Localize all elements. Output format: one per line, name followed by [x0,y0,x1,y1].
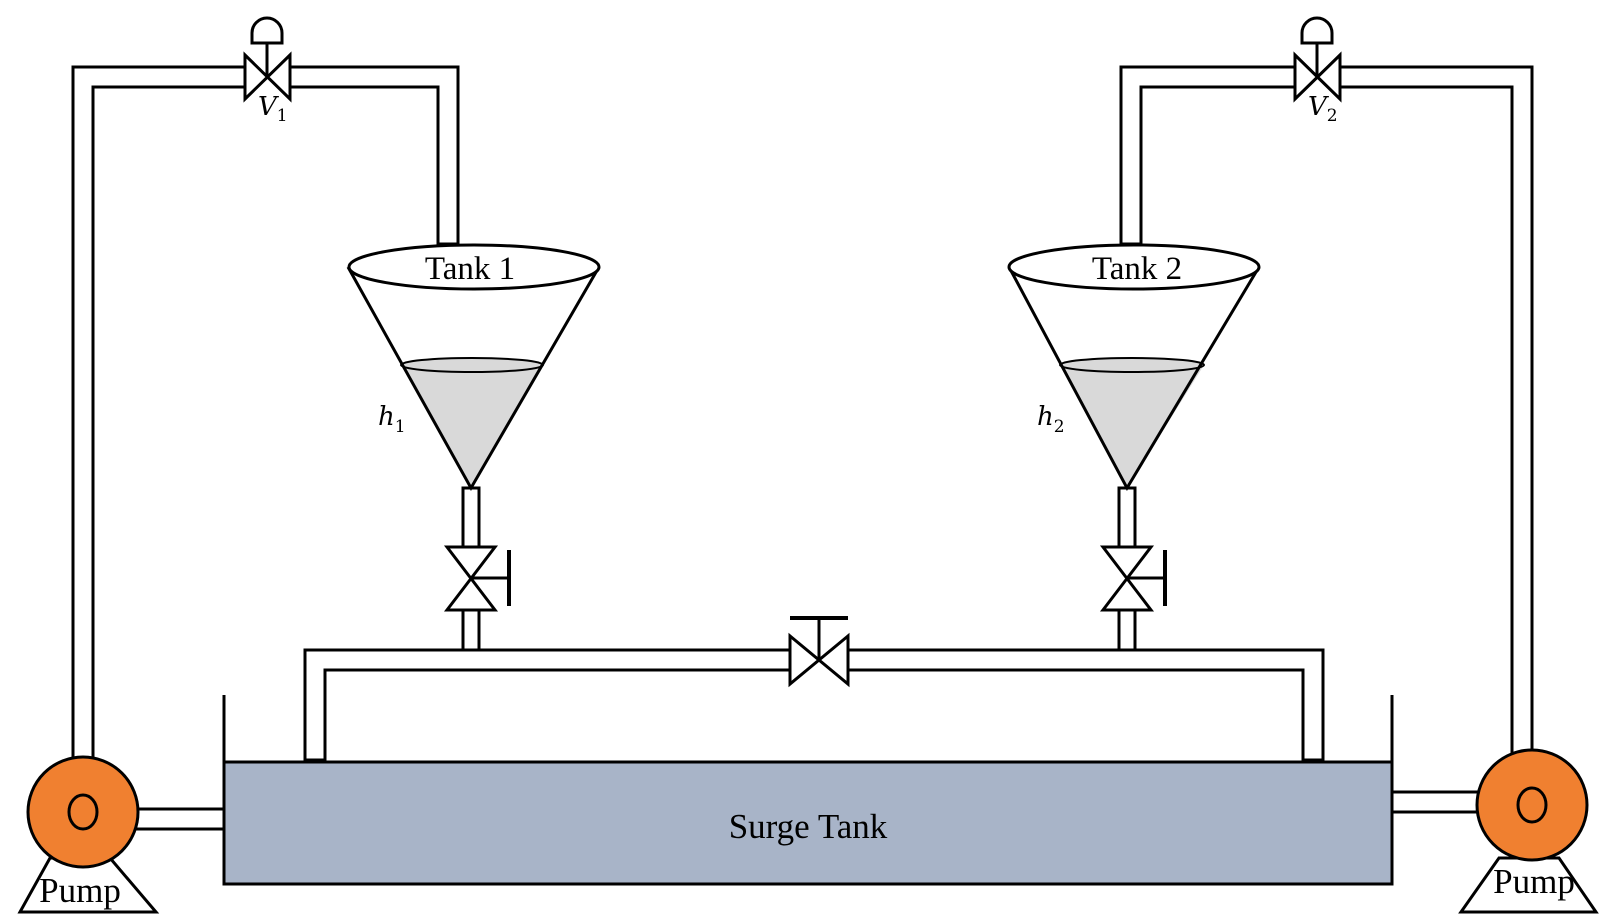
pump-right: Pump [1458,748,1599,914]
pump-left: Pump [17,755,160,914]
control-valve-v2: V2 [1293,16,1342,126]
tank-2-rim [1007,243,1261,291]
valve-v1-actuator [250,16,284,45]
pipe-tank2-drain-upper [1117,486,1137,549]
interconnect-valve [788,616,850,688]
tank-1-label: Tank 1 [425,251,515,287]
pipe-tank1-drain-upper [461,486,481,549]
tank-1-liquid [401,365,544,488]
h2-label: h2 [1037,402,1065,437]
pump-right-impeller-icon [1516,786,1548,824]
tank-2-liquid [1060,365,1204,488]
tank-2-cone [1007,266,1261,492]
tank-1: Tank 1 h1 [346,243,601,492]
pipe-tank2-drain-lower [1117,608,1137,652]
tank-2-label: Tank 2 [1092,251,1182,287]
pump-right-label: Pump [1493,862,1575,901]
valve-v2-label: V2 [1308,92,1338,126]
h1-label: h1 [378,402,406,437]
surge-tank-label: Surge Tank [729,807,888,846]
valve-v2-actuator [1300,16,1334,45]
tank-2: Tank 2 h2 [1007,243,1261,492]
surge-tank-liquid [222,760,1394,886]
pipe-header-left [303,648,792,762]
pump-left-impeller-icon [67,793,99,831]
control-valve-v1: V1 [243,16,292,126]
pipe-left-loop [71,65,247,762]
pipe-tank1-drain-lower [461,608,481,652]
pipes [71,65,1534,831]
pipe-v2-to-tank2 [1119,65,1297,246]
pipe-left-pump-to-surge [128,807,226,831]
surge-tank: Surge Tank [222,695,1394,886]
tank-1-liquid-surface [400,357,544,373]
tank-1-rim [347,243,601,291]
tank-1-cone [346,266,601,492]
manual-valve-tank2 [1099,545,1167,612]
pump-right-casing [1475,748,1589,862]
valve-v1-label: V1 [258,92,288,126]
pipe-right-loop [1338,65,1534,762]
pump-left-casing [26,755,140,869]
pipe-header-right [846,648,1325,762]
tank-2-liquid-surface [1059,357,1205,373]
manual-valve-tank1 [443,545,511,612]
pipe-surge-to-right-pump [1390,790,1486,814]
pipe-v1-to-tank1 [288,65,460,246]
pump-left-label: Pump [39,871,121,910]
